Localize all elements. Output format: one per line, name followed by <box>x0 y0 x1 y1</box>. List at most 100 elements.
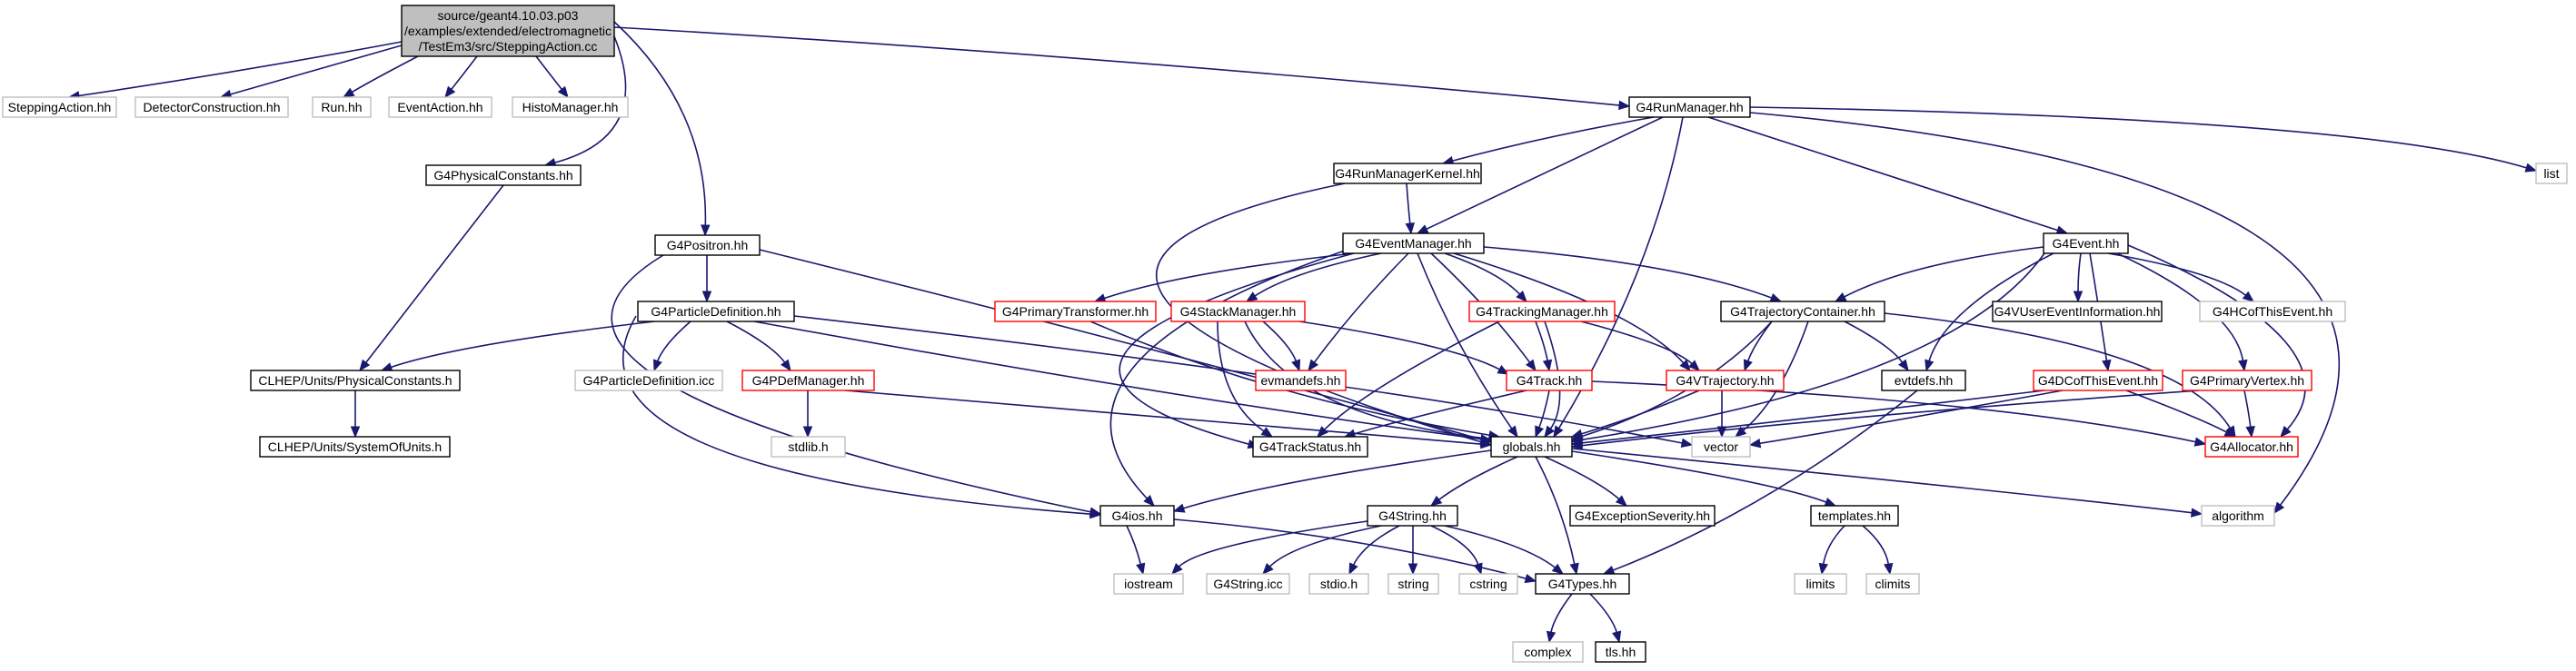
node-limits[interactable]: limits <box>1794 573 1847 595</box>
node-stdlib[interactable]: stdlib.h <box>771 436 846 458</box>
node-box <box>1535 573 1630 595</box>
node-stepping[interactable]: SteppingAction.hh <box>2 96 117 118</box>
edge-eventmanager-to-globals <box>1417 252 1518 439</box>
arrowhead <box>1516 291 1527 302</box>
node-algorithm[interactable]: algorithm <box>2201 505 2275 527</box>
node-vuserevinfo[interactable]: G4VUserEventInformation.hh <box>1992 301 2163 322</box>
edge-ios-to-types <box>1173 518 1537 584</box>
edge-g4string-to-iostream <box>1171 520 1368 575</box>
edge-line <box>1437 456 1518 501</box>
node-histo[interactable]: HistoManager.hh <box>512 96 629 118</box>
node-detector[interactable]: DetectorConstruction.hh <box>134 96 289 118</box>
node-box <box>425 164 582 186</box>
node-label: source/geant4.10.03.p03 <box>438 8 579 23</box>
node-pdefman[interactable]: G4PDefManager.hh <box>741 370 875 391</box>
edge-line <box>1550 593 1573 634</box>
edge-line <box>1417 252 1513 430</box>
node-box <box>134 96 289 118</box>
arrowhead <box>1570 440 1584 450</box>
node-clhepunits[interactable]: CLHEP/Units/SystemOfUnits.h <box>259 436 451 458</box>
node-complex[interactable]: complex <box>1512 641 1584 663</box>
node-rmkernel[interactable]: G4RunManagerKernel.hh <box>1333 163 1482 184</box>
arrowhead <box>1569 562 1579 576</box>
node-trajcont[interactable]: G4TrajectoryContainer.hh <box>1720 301 1885 322</box>
node-allocator[interactable]: G4Allocator.hh <box>2204 436 2299 458</box>
edge-line <box>1580 321 1694 365</box>
edge-root-to-histo <box>535 55 569 99</box>
node-partdeficc[interactable]: G4ParticleDefinition.icc <box>574 370 723 391</box>
edge-line <box>1244 321 1496 440</box>
node-evmandefs[interactable]: evmandefs.hh <box>1255 370 1347 391</box>
node-primvertex[interactable]: G4PrimaryVertex.hh <box>2182 370 2312 391</box>
node-templates[interactable]: templates.hh <box>1810 505 1899 527</box>
node-label: G4Track.hh <box>1517 373 1583 388</box>
node-partdef[interactable]: G4ParticleDefinition.hh <box>637 301 795 322</box>
node-trackman[interactable]: G4TrackingManager.hh <box>1468 301 1616 322</box>
node-stdio[interactable]: stdio.h <box>1308 573 1369 595</box>
node-label: G4TrackStatus.hh <box>1259 439 1361 454</box>
node-stackman[interactable]: G4StackManager.hh <box>1170 301 1306 322</box>
node-box <box>1666 370 1785 391</box>
arrowhead <box>1884 562 1894 576</box>
node-box <box>2199 301 2346 322</box>
node-ios[interactable]: G4ios.hh <box>1099 505 1175 527</box>
node-track[interactable]: G4Track.hh <box>1506 370 1593 391</box>
node-label: limits <box>1806 577 1835 591</box>
node-vtraj[interactable]: G4VTrajectory.hh <box>1666 370 1785 391</box>
node-vector[interactable]: vector <box>1691 436 1751 458</box>
node-runmanager[interactable]: G4RunManager.hh <box>1628 96 1751 118</box>
arrowhead <box>1734 426 1747 438</box>
node-dcofthis[interactable]: G4DCofThisEvent.hh <box>2033 370 2163 391</box>
node-string[interactable]: string <box>1387 573 1439 595</box>
edge-runmanager-to-event <box>1707 116 2069 235</box>
edge-g4string-to-cstring <box>1430 525 1483 576</box>
edge-line <box>2107 252 2247 297</box>
edge-line <box>726 321 786 364</box>
edge-line <box>1844 321 1904 364</box>
node-eventaction[interactable]: EventAction.hh <box>388 96 492 118</box>
node-climits[interactable]: climits <box>1865 573 1920 595</box>
node-box <box>1099 505 1175 527</box>
node-exception[interactable]: G4ExceptionSeverity.hh <box>1569 505 1716 527</box>
node-label: G4VUserEventInformation.hh <box>1994 304 2161 319</box>
node-label: SteppingAction.hh <box>8 100 112 114</box>
arrowhead <box>1416 224 1429 234</box>
node-list[interactable]: list <box>2535 163 2568 184</box>
edge-vtraj-to-vector <box>1716 390 1727 439</box>
node-eventmanager[interactable]: G4EventManager.hh <box>1342 232 1485 254</box>
edge-line <box>1217 321 1266 433</box>
edge-line <box>1126 525 1142 566</box>
arrowhead <box>350 426 361 439</box>
edge-line <box>1173 518 1527 580</box>
node-globals[interactable]: globals.hh <box>1490 436 1573 458</box>
node-iostream[interactable]: iostream <box>1113 573 1184 595</box>
node-label: G4PDefManager.hh <box>752 373 865 388</box>
node-box <box>512 96 629 118</box>
node-label: G4EventManager.hh <box>1355 236 1471 251</box>
node-tls[interactable]: tls.hh <box>1595 641 1646 663</box>
node-hcofthis[interactable]: G4HCofThisEvent.hh <box>2199 301 2346 322</box>
edge-line <box>1430 525 1479 566</box>
node-types[interactable]: G4Types.hh <box>1535 573 1630 595</box>
node-evtdefs[interactable]: evtdefs.hh <box>1881 370 1966 391</box>
node-trackstatus[interactable]: G4TrackStatus.hh <box>1252 436 1368 458</box>
node-g4string[interactable]: G4String.hh <box>1367 505 1458 527</box>
edge-line <box>656 321 691 362</box>
node-physconst[interactable]: G4PhysicalConstants.hh <box>425 164 582 186</box>
node-positron[interactable]: G4Positron.hh <box>654 234 761 256</box>
node-stringicc[interactable]: G4String.icc <box>1206 573 1290 595</box>
node-box <box>1720 301 1885 322</box>
node-event[interactable]: G4Event.hh <box>2043 232 2129 254</box>
node-cstring[interactable]: cstring <box>1458 573 1518 595</box>
arrowhead <box>1818 562 1828 576</box>
edge-clhepphys-to-clhepunits <box>350 390 361 439</box>
node-label: globals.hh <box>1503 439 1561 454</box>
arrowhead <box>2524 163 2538 173</box>
node-label: G4DCofThisEvent.hh <box>2038 373 2158 388</box>
node-box <box>1810 505 1899 527</box>
node-run[interactable]: Run.hh <box>312 96 372 118</box>
node-root[interactable]: source/geant4.10.03.p03/examples/extende… <box>401 5 615 57</box>
node-clhepphys[interactable]: CLHEP/Units/PhysicalConstants.h <box>250 370 461 391</box>
node-primtrans[interactable]: G4PrimaryTransformer.hh <box>994 301 1157 322</box>
node-label: G4HCofThisEvent.hh <box>2213 304 2332 319</box>
